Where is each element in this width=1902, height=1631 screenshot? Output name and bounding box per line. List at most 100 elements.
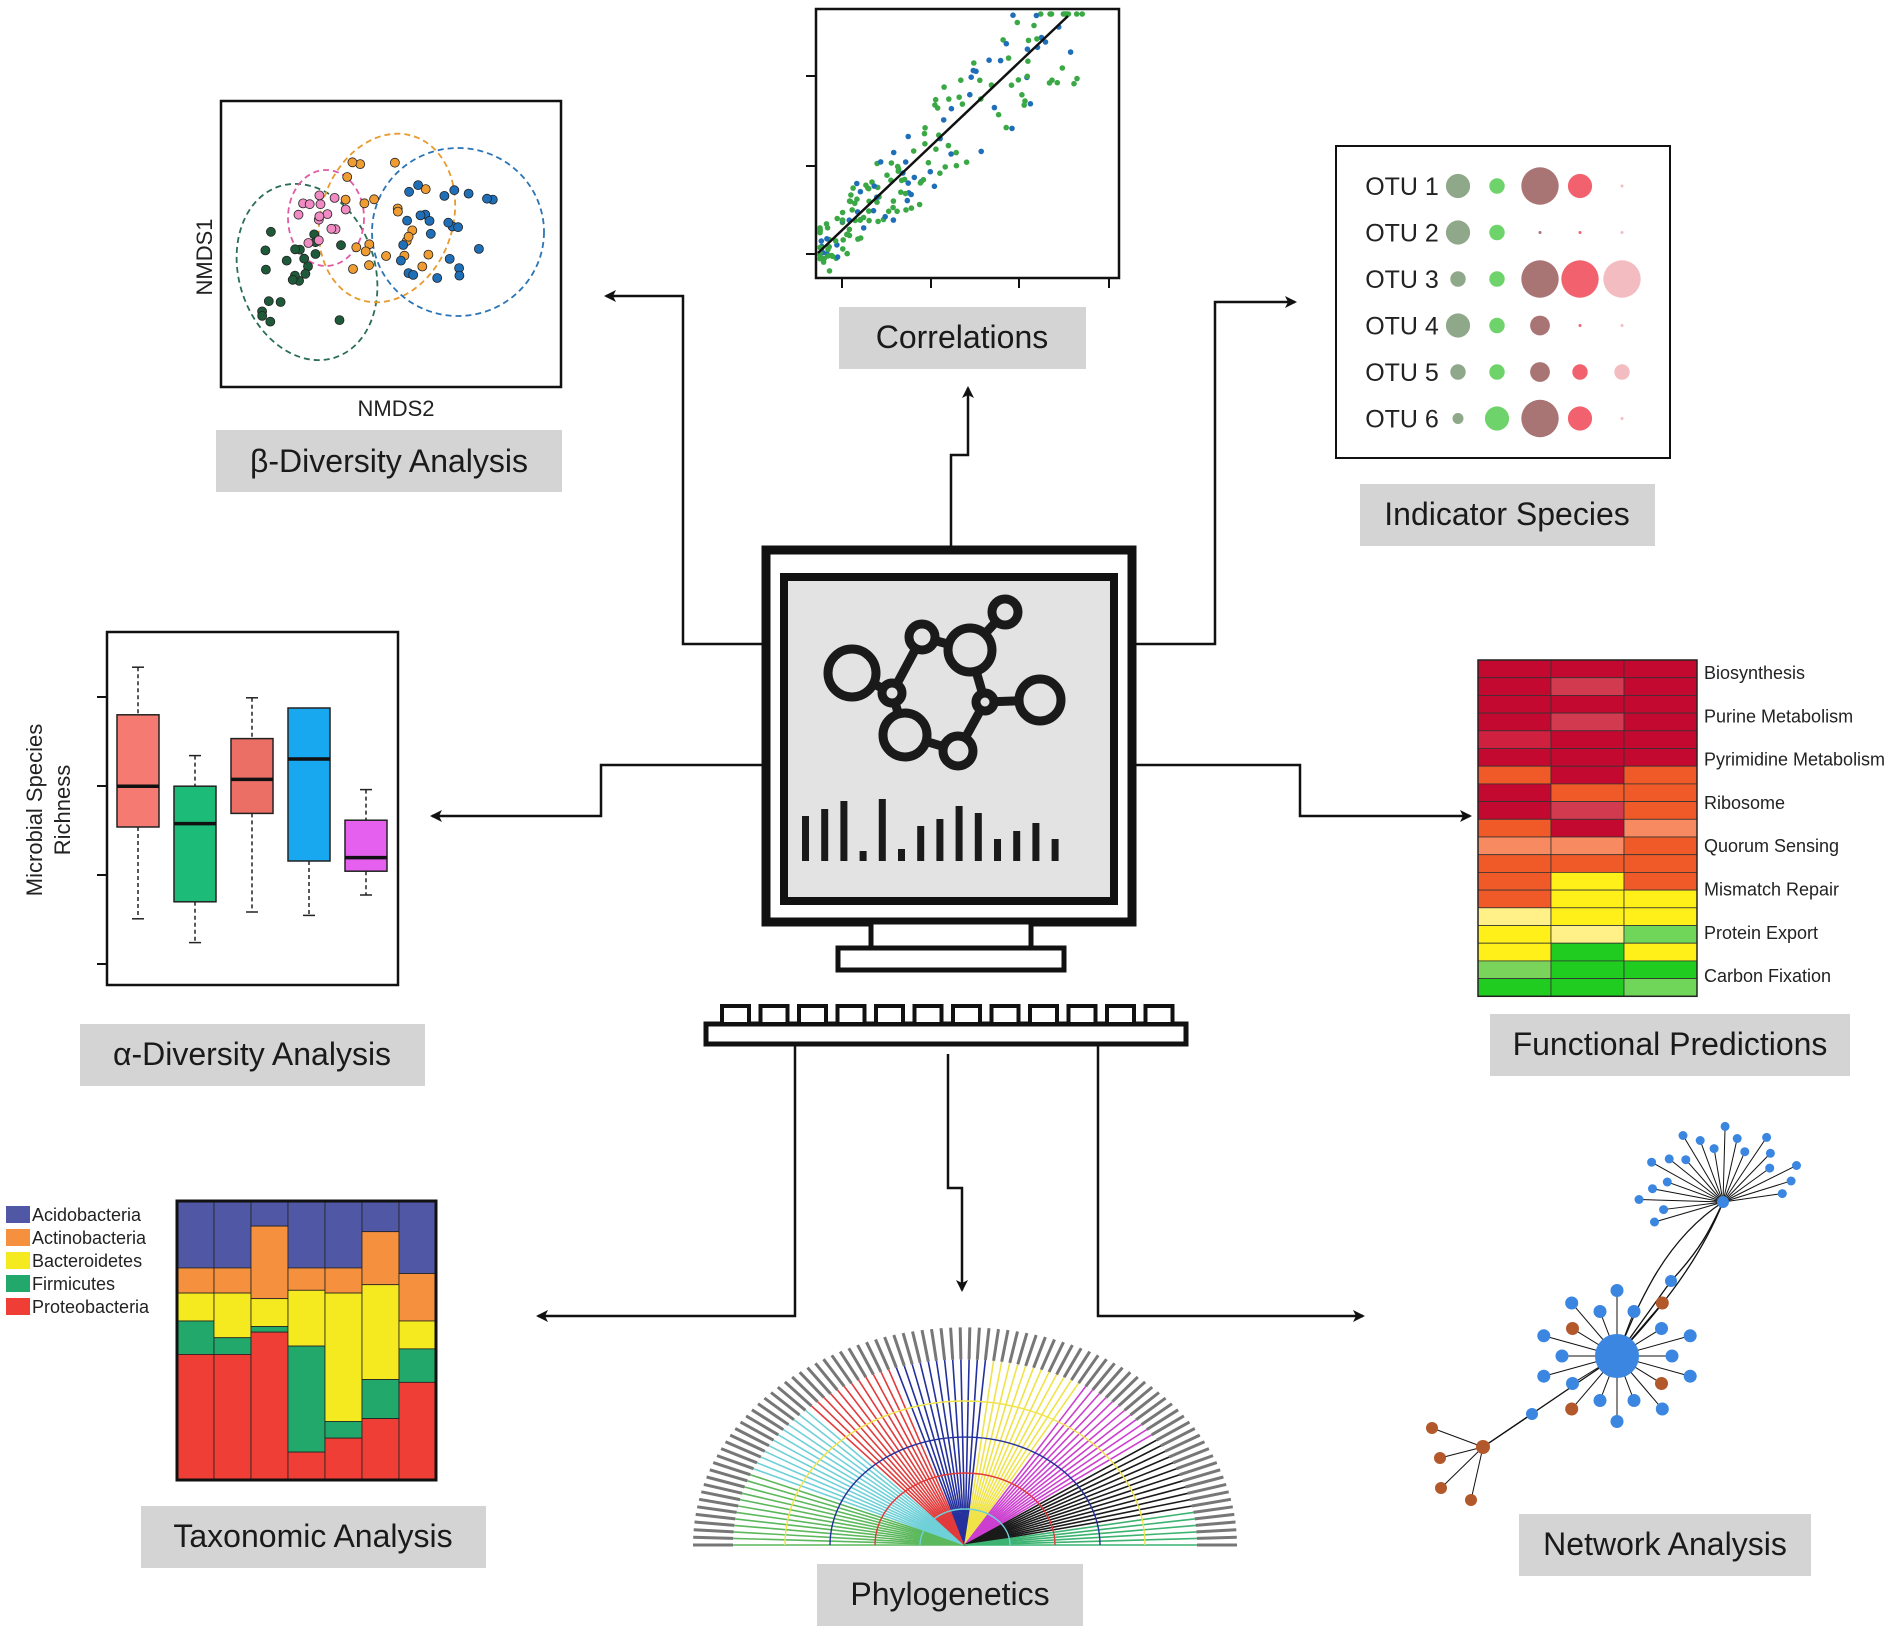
beta-point [420,184,431,195]
tree-leaf [1172,1447,1210,1465]
screen-bar [821,809,829,861]
monitor-base [835,945,1067,973]
functional-label: Protein Export [1704,923,1818,943]
beta-point [299,253,310,264]
correlation-point [1042,39,1049,45]
heatmap-cell [1477,695,1552,714]
tree-leaf [1091,1362,1116,1391]
tree-leaf [920,1329,930,1362]
tree-leaf [695,1512,736,1521]
screen-bar [898,849,905,861]
tree-leaf [763,1396,795,1421]
network-node [1593,1305,1607,1318]
heatmap-cell [1550,695,1625,714]
correlation-point [956,94,962,100]
legend-label: Proteobacteria [32,1297,150,1317]
heatmap-cell [1623,659,1698,679]
tree-branch [964,1518,1195,1546]
network-node [1655,1402,1669,1416]
heatmap-cell [1623,836,1698,856]
tree-leaf [1104,1371,1132,1399]
tree-leaf [1047,1341,1065,1373]
network-node [1537,1329,1551,1343]
beta-xlabel: NMDS2 [357,396,434,421]
keyboard-key [1066,1004,1098,1026]
correlation-point [1025,37,1032,44]
taxonomic-caption-box [141,1506,486,1568]
network-edge [1722,1165,1797,1203]
network-node [1792,1161,1801,1170]
tree-branch [964,1486,1186,1546]
network-edge [1639,1199,1724,1203]
tree-branch [964,1379,1073,1546]
correlation-point [840,237,846,243]
indicator-bubble [1489,224,1505,241]
beta-point [364,260,374,271]
tree-leaf [1191,1497,1232,1508]
stacked-segment [250,1225,289,1300]
beta-point [265,226,276,237]
network-node [1426,1422,1438,1434]
beta-point [322,209,333,220]
heatmap-cell [1477,783,1552,803]
arrow-to-functional [1133,763,1472,822]
beta-point [313,235,324,246]
heatmap-cell [1477,907,1552,926]
network-panel: Network Analysis [1426,1121,1811,1576]
stacked-segment [176,1320,215,1355]
indicator-bubble [1620,324,1624,327]
heatmap-cell [1477,836,1552,856]
correlation-point [860,225,867,231]
correlation-point [895,168,902,174]
alpha-boxplots [116,666,388,944]
tree-leaf [939,1328,947,1361]
tree-leaf [1145,1408,1179,1431]
tree-branch [964,1524,1196,1546]
box [287,707,331,862]
beta-point [300,268,311,279]
correlation-point [825,246,831,253]
correlation-point [1074,75,1080,82]
indicator-bubble [1603,260,1641,298]
tree-leaf [865,1341,883,1373]
beta-point [310,249,321,259]
tree-leaf [1187,1482,1227,1495]
correlations-caption: Correlations [876,319,1049,355]
network-node [1434,1452,1446,1464]
correlation-point [932,102,938,108]
correlation-point [846,198,853,204]
alpha-caption-box [80,1024,425,1086]
beta-point [287,274,298,285]
beta-point [303,238,314,248]
indicator-bubble [1521,399,1559,438]
heatmap-cell [1623,818,1698,838]
legend-swatch [6,1229,30,1246]
correlation-point [911,174,918,181]
correlation-points [817,11,1085,274]
indicator-bubble [1614,364,1630,380]
heatmap-border [1477,659,1698,998]
heatmap-cell [1477,942,1552,962]
network-node [1593,1394,1607,1407]
indicator-bubble [1521,260,1559,298]
correlation-point [885,208,892,215]
indicator-bubble [1450,364,1466,380]
beta-point [389,157,400,168]
tree-branch [964,1456,1170,1546]
correlation-point [850,185,856,191]
tree-branch [964,1365,1027,1546]
correlation-point [953,162,960,169]
beta-point [340,204,351,215]
tree-leaf [712,1461,751,1477]
screen-bar [955,806,963,861]
tree-branch [788,1423,966,1546]
box [344,819,388,872]
network-node [1655,1377,1668,1390]
tree-branch [738,1505,966,1546]
correlation-point [863,182,869,188]
correlation-point [1003,124,1009,131]
heatmap-cell [1550,730,1625,749]
network-edge [1722,1193,1783,1203]
correlation-point [1000,37,1006,43]
